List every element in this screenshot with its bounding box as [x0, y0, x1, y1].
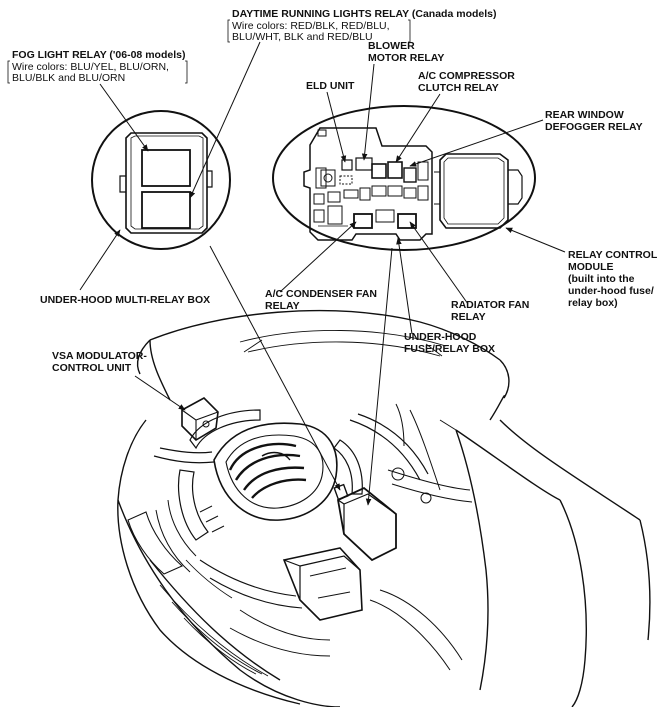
relay-control-label-5: relay box)	[568, 297, 618, 309]
car-body	[117, 309, 651, 707]
relay-control-label-1: RELAY CONTROL	[568, 249, 658, 261]
relay-control-label-3: (built into the	[568, 273, 635, 285]
ac-condenser-label-2: RELAY	[265, 300, 300, 312]
ac-compressor-label-2: CLUTCH RELAY	[418, 82, 499, 94]
drl-bracket	[227, 19, 411, 43]
rear-defogger-label-1: REAR WINDOW	[545, 109, 624, 121]
multi-relay-callout	[91, 110, 231, 250]
drl-wire-colors-2: BLU/WHT, BLK and RED/BLU	[232, 31, 373, 43]
relay-control-label-2: MODULE	[568, 261, 614, 273]
drl-wire-colors-1: Wire colors: RED/BLK, RED/BLU,	[232, 20, 390, 32]
engine	[153, 397, 463, 671]
fuse-box-label-1: UNDER-HOOD	[404, 331, 477, 343]
ac-condenser-label-1: A/C CONDENSER FAN	[265, 288, 377, 300]
eld-label: ELD UNIT	[306, 80, 355, 92]
fuse-box-label-2: FUSE/RELAY BOX	[404, 343, 495, 355]
rear-defogger-label-2: DEFOGGER RELAY	[545, 121, 643, 133]
radiator-fan-label-1: RADIATOR FAN	[451, 299, 529, 311]
fog-wire-colors-1: Wire colors: BLU/YEL, BLU/ORN,	[12, 61, 169, 73]
drl-title: DAYTIME RUNNING LIGHTS RELAY (Canada mod…	[232, 8, 496, 20]
fog-wire-colors-2: BLU/BLK and BLU/ORN	[12, 72, 125, 84]
fog-bracket	[7, 60, 188, 84]
blower-label-1: BLOWER	[368, 40, 415, 52]
blower-label-2: MOTOR RELAY	[368, 52, 444, 64]
ac-compressor-label-1: A/C COMPRESSOR	[418, 70, 515, 82]
fog-title: FOG LIGHT RELAY ('06-08 models)	[12, 49, 185, 61]
vsa-label-2: CONTROL UNIT	[52, 362, 132, 374]
multi-relay-box-label: UNDER-HOOD MULTI-RELAY BOX	[40, 294, 210, 306]
relay-control-label-4: under-hood fuse/	[568, 285, 654, 297]
vsa-label-1: VSA MODULATOR-	[52, 350, 147, 362]
fuse-box-callout	[272, 105, 536, 251]
radiator-fan-label-2: RELAY	[451, 311, 486, 323]
